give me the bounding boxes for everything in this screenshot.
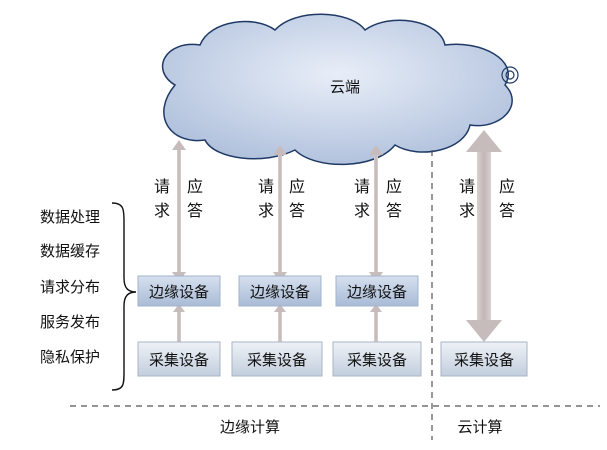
request-char-1: 请 [354, 177, 370, 196]
request-char-1: 请 [258, 177, 274, 196]
request-char-1: 请 [459, 177, 475, 196]
function-item: 数据处理 [40, 208, 100, 226]
request-char-2: 求 [354, 201, 370, 220]
collect-device: 采集设备 [440, 341, 528, 377]
curly-brace [111, 202, 137, 391]
response-char-2: 答 [386, 201, 402, 220]
response-char-1: 应 [499, 177, 515, 196]
edge-device: 边缘设备 [137, 275, 221, 307]
collect-device-label: 采集设备 [247, 351, 307, 369]
collect-device-label: 采集设备 [454, 351, 514, 369]
cloud-computing-label: 云计算 [457, 418, 502, 436]
edge-device-boxes: 边缘设备 边缘设备 边缘设备 [137, 275, 419, 307]
edge-computing-label: 边缘计算 [220, 418, 280, 436]
request-char-2: 求 [154, 201, 170, 220]
cloud-label: 云端 [330, 78, 360, 96]
request-char-2: 求 [258, 201, 274, 220]
function-item: 服务发布 [40, 313, 100, 331]
edge-device: 边缘设备 [238, 275, 322, 307]
edge-function-list: 数据处理 数据缓存 请求分布 服务发布 隐私保护 [40, 208, 100, 366]
response-char-2: 答 [499, 201, 515, 220]
request-response-labels: 请 求 应 答 请 求 应 答 请 求 应 答 请 求 应 答 [154, 177, 515, 220]
function-item: 隐私保护 [40, 348, 100, 366]
response-char-1: 应 [386, 177, 402, 196]
response-char-1: 应 [289, 177, 305, 196]
edge-device-label: 边缘设备 [250, 283, 310, 301]
collect-device-label: 采集设备 [149, 351, 209, 369]
function-item: 数据缓存 [40, 242, 100, 260]
cloud-direct-arrow [466, 130, 502, 342]
edge-device: 边缘设备 [335, 275, 419, 307]
request-char-2: 求 [459, 201, 475, 220]
collect-device: 采集设备 [231, 341, 323, 377]
response-char-2: 答 [289, 201, 305, 220]
cloud-shape [162, 13, 519, 166]
edge-device-label: 边缘设备 [149, 283, 209, 301]
response-char-2: 答 [187, 201, 203, 220]
response-char-1: 应 [187, 177, 203, 196]
function-item: 请求分布 [40, 278, 100, 296]
collect-device: 采集设备 [137, 341, 221, 377]
collect-device: 采集设备 [332, 341, 422, 377]
request-char-1: 请 [154, 177, 170, 196]
edge-device-label: 边缘设备 [347, 283, 407, 301]
collect-edge-arrows [173, 304, 382, 342]
collect-device-label: 采集设备 [347, 351, 407, 369]
collect-device-boxes: 采集设备 采集设备 采集设备 采集设备 [137, 341, 528, 377]
edge-cloud-arrows [172, 140, 383, 282]
